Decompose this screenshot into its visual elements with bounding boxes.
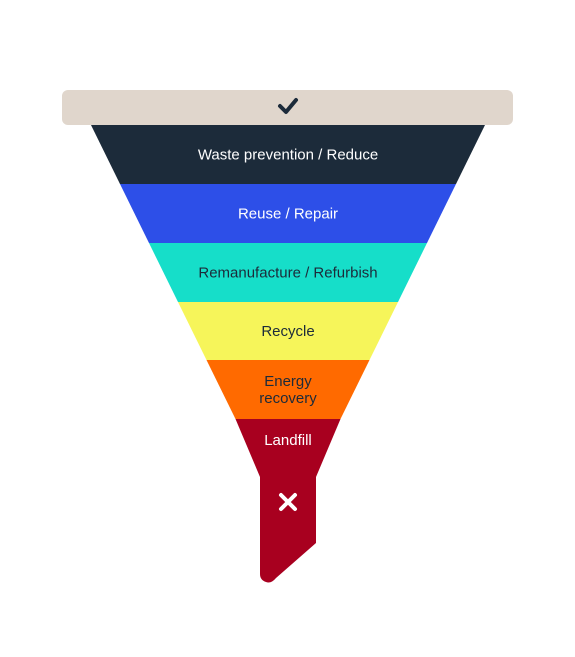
cross-icon — [279, 493, 297, 511]
layer-energy-recovery — [206, 360, 370, 419]
layer-recycle — [177, 302, 399, 360]
layer-reuse-repair — [119, 184, 457, 243]
layer-label-landfill: Landfill — [264, 432, 312, 449]
layer-label-energy-recovery-line-2: recovery — [259, 390, 317, 407]
layer-label-reuse-repair: Reuse / Repair — [238, 206, 338, 223]
layer-label-waste-prevention-reduce: Waste prevention / Reduce — [198, 147, 378, 164]
layer-waste-prevention-reduce — [91, 125, 485, 184]
layer-remanufacture-refurbish — [148, 243, 428, 302]
layer-label-energy-recovery-line-1: Energy — [264, 373, 312, 390]
check-icon — [278, 98, 298, 114]
funnel-spout — [260, 476, 316, 583]
layer-label-remanufacture-refurbish: Remanufacture / Refurbish — [198, 265, 377, 282]
layer-landfill — [235, 419, 341, 477]
layer-label-recycle: Recycle — [261, 323, 314, 340]
